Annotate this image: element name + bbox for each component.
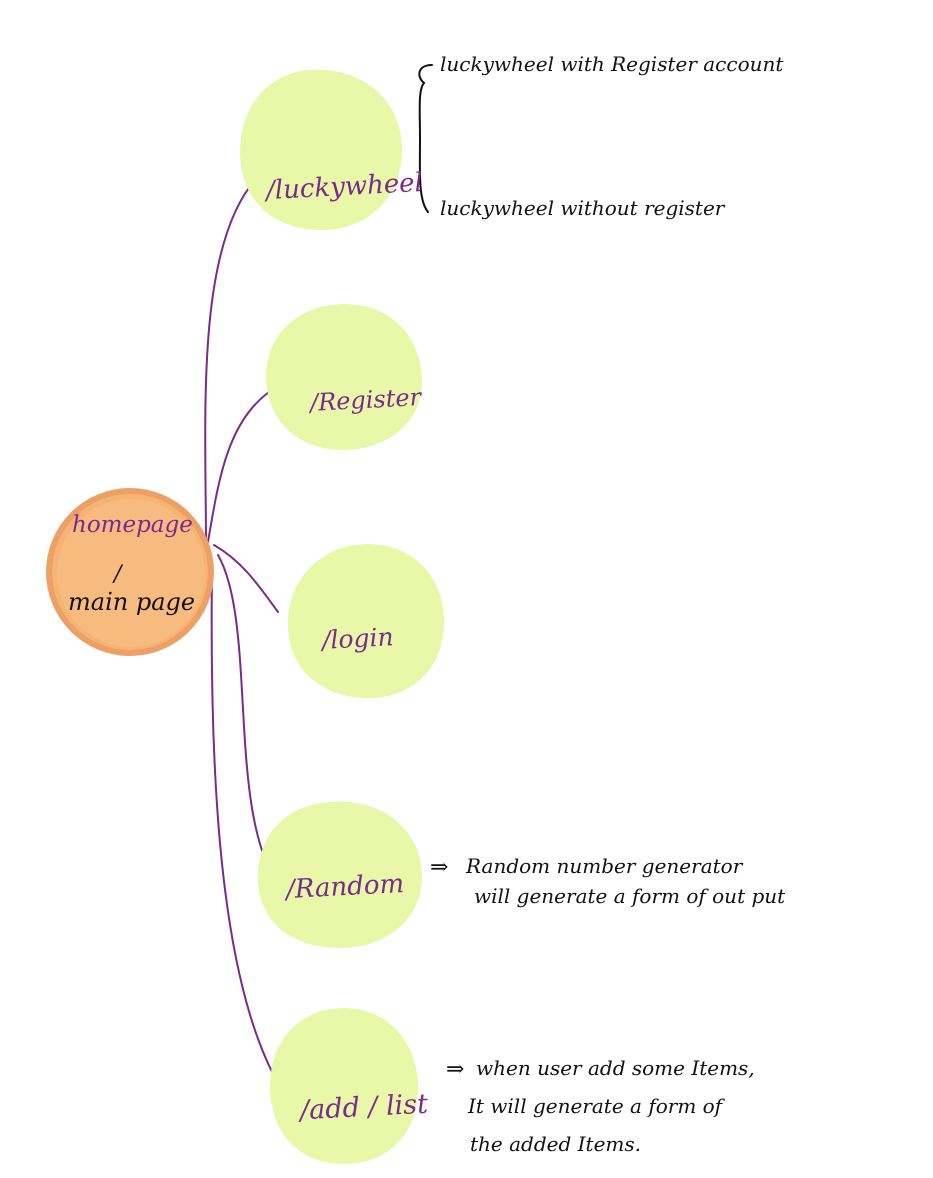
note-luckywheel-no-register: luckywheel without register <box>440 196 725 220</box>
route-node-random <box>258 801 422 948</box>
brace-icon <box>418 64 433 213</box>
home-node <box>46 488 214 656</box>
link-add-list <box>210 559 283 1091</box>
home-subtitle: main page <box>68 588 196 616</box>
route-label-register: /Register <box>309 383 422 417</box>
note-luckywheel-register: luckywheel with Register account <box>440 52 784 76</box>
note-random-line1: Random number generator <box>466 854 743 878</box>
note-add-list-line1: when user add some Items, <box>476 1056 755 1080</box>
link-random <box>217 554 271 871</box>
note-random-arrow: ⇒ <box>430 855 449 880</box>
route-node-login <box>287 544 445 699</box>
note-add-list-line2: It will generate a form of <box>468 1094 723 1118</box>
note-add-list-arrow: ⇒ <box>446 1057 465 1082</box>
route-label-random: /Random <box>285 868 405 906</box>
link-register <box>207 381 286 543</box>
link-login <box>213 544 279 613</box>
note-add-list-line3: the added Items. <box>470 1132 641 1156</box>
note-random-line2: will generate a form of out put <box>474 884 786 908</box>
link-luckywheel <box>204 179 256 546</box>
route-node-add-list <box>270 1008 418 1164</box>
route-node-register <box>266 304 422 450</box>
route-node-luckywheel <box>240 69 403 231</box>
route-label-login: /login <box>321 622 395 655</box>
home-separator: / <box>114 562 122 587</box>
home-title: homepage <box>72 512 193 538</box>
